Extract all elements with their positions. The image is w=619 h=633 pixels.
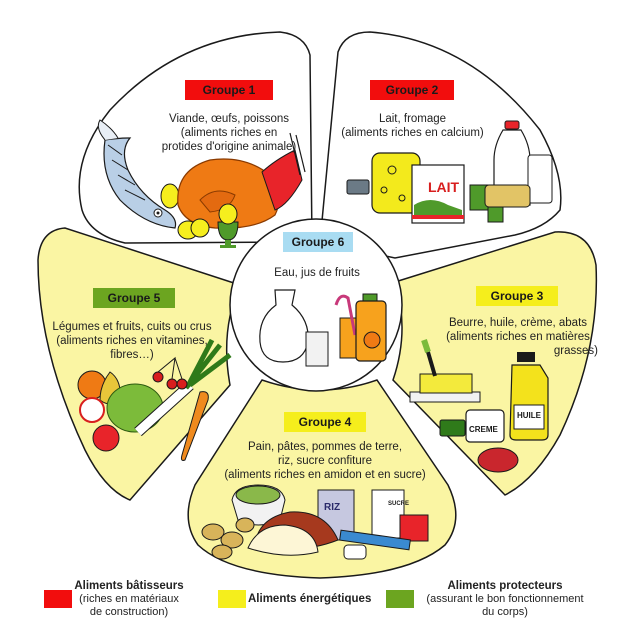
group-6-label: Groupe 6 bbox=[283, 232, 353, 252]
leek-icon bbox=[134, 338, 232, 437]
oil-label-text: HUILE bbox=[517, 411, 542, 420]
group-3-line: grasses) bbox=[553, 345, 598, 357]
milk-carton-icon: LAIT bbox=[411, 164, 465, 224]
legend-item-builders: Aliments bâtisseurs (riches en matériaux… bbox=[74, 580, 184, 619]
fish-icon bbox=[97, 119, 177, 229]
legend-item-energy: Aliments énergétiques bbox=[248, 593, 378, 606]
juice-glass-icon bbox=[339, 317, 359, 359]
milk-carton-text: LAIT bbox=[428, 179, 460, 195]
egg-icon bbox=[160, 183, 180, 209]
sugar-label-text: SUCRE bbox=[388, 501, 409, 507]
potato-icon bbox=[201, 517, 255, 560]
legend-line: du corps) bbox=[482, 606, 528, 618]
group-5-label: Groupe 5 bbox=[93, 288, 175, 308]
group-3-line: (aliments riches en matières bbox=[446, 331, 590, 343]
group-5-description: Légumes et fruits, cuits ou crus (alimen… bbox=[42, 320, 222, 362]
group-1-line: (aliments riches en bbox=[180, 127, 278, 139]
group-1-illustrations bbox=[97, 119, 306, 248]
group-4-line: (aliments riches en amidon et en sucre) bbox=[224, 469, 426, 481]
sugar-cubes-bowl-icon bbox=[343, 544, 367, 560]
apple-icon bbox=[79, 397, 105, 423]
legend-item-protectors: Aliments protecteurs (assurant le bon fo… bbox=[415, 580, 595, 619]
legend-title: Aliments énergétiques bbox=[248, 593, 372, 605]
sugar-box-icon bbox=[371, 489, 405, 539]
group-4-description: Pain, pâtes, pommes de terre, riz, sucre… bbox=[218, 440, 432, 482]
juice-bottle-icon bbox=[355, 293, 387, 362]
cream-label-text: CREME bbox=[469, 425, 499, 434]
cheese-wedge-icon bbox=[484, 184, 531, 208]
legend-line: de construction) bbox=[89, 606, 169, 618]
straw-icon bbox=[334, 294, 357, 336]
carrot-icon bbox=[180, 391, 209, 461]
group-2-label: Groupe 2 bbox=[370, 80, 454, 100]
rice-label-text: RIZ bbox=[324, 502, 340, 513]
pate-tin-icon bbox=[439, 419, 466, 437]
beans-sack-icon bbox=[231, 484, 286, 526]
group-1-description: Viande, œufs, poissons (aliments riches … bbox=[124, 112, 334, 154]
bread-icon bbox=[247, 511, 339, 556]
oil-bottle-icon: HUILE bbox=[509, 352, 549, 441]
group-2-description: Lait, fromage (aliments riches en calciu… bbox=[330, 112, 495, 140]
tomato-icon bbox=[92, 424, 120, 452]
group-6-line: Eau, jus de fruits bbox=[274, 267, 360, 279]
egg-icon bbox=[190, 218, 210, 238]
group-1-line: protides d'origine animale) bbox=[161, 141, 297, 153]
pasta-box-icon bbox=[339, 529, 411, 551]
water-glass-icon bbox=[305, 331, 329, 367]
group-3-description: Beurre, huile, crème, abats (aliments ri… bbox=[438, 316, 598, 358]
group-5-line: Légumes et fruits, cuits ou crus bbox=[52, 321, 212, 333]
glass-icon bbox=[527, 154, 553, 204]
group-3-label: Groupe 3 bbox=[476, 286, 558, 306]
group-1-label: Groupe 1 bbox=[185, 80, 273, 100]
group-1-line: Viande, œufs, poissons bbox=[169, 113, 289, 125]
cherries-icon bbox=[152, 356, 188, 390]
sausage-icon bbox=[477, 447, 519, 473]
group-2-line: (aliments riches en calcium) bbox=[341, 127, 484, 139]
legend-swatch-energy bbox=[218, 590, 246, 608]
tin-icon bbox=[346, 179, 370, 195]
jam-box-icon bbox=[399, 514, 429, 542]
group-4-illustrations: RIZ SUCRE bbox=[201, 484, 429, 560]
butter-icon bbox=[409, 339, 481, 403]
legend-line: (riches en matériaux bbox=[79, 593, 179, 605]
group-6-illustrations bbox=[259, 289, 387, 367]
lettuce-icon bbox=[106, 383, 164, 433]
group-5-line: fibres…) bbox=[110, 349, 154, 361]
cream-pot-icon: CREME bbox=[465, 409, 505, 443]
legend-title: Aliments bâtisseurs bbox=[74, 580, 184, 592]
group-4-label: Groupe 4 bbox=[284, 412, 366, 432]
legend-title: Aliments protecteurs bbox=[447, 580, 563, 592]
egg-cup-icon bbox=[217, 203, 239, 248]
group-3-line: Beurre, huile, crème, abats bbox=[448, 317, 588, 329]
roast-chicken-icon bbox=[177, 158, 280, 229]
group-2-line: Lait, fromage bbox=[378, 113, 447, 125]
petal-group-5 bbox=[37, 227, 242, 501]
group-6-description: Eau, jus de fruits bbox=[260, 266, 374, 280]
legend-line: (assurant le bon fonctionnement bbox=[426, 593, 584, 605]
legend-swatch-protectors bbox=[386, 590, 414, 608]
group-5-illustrations bbox=[77, 338, 232, 461]
group-2-illustrations: LAIT bbox=[346, 120, 553, 224]
lamb-chops-icon bbox=[261, 132, 306, 211]
group-4-line: riz, sucre confiture bbox=[278, 455, 372, 467]
group-3-illustrations: HUILE CREME bbox=[409, 339, 549, 473]
group-5-line: (aliments riches en vitamines, bbox=[56, 335, 208, 347]
legend-swatch-builders bbox=[44, 590, 72, 608]
water-jug-icon bbox=[259, 289, 309, 363]
group-4-line: Pain, pâtes, pommes de terre, bbox=[247, 441, 403, 453]
